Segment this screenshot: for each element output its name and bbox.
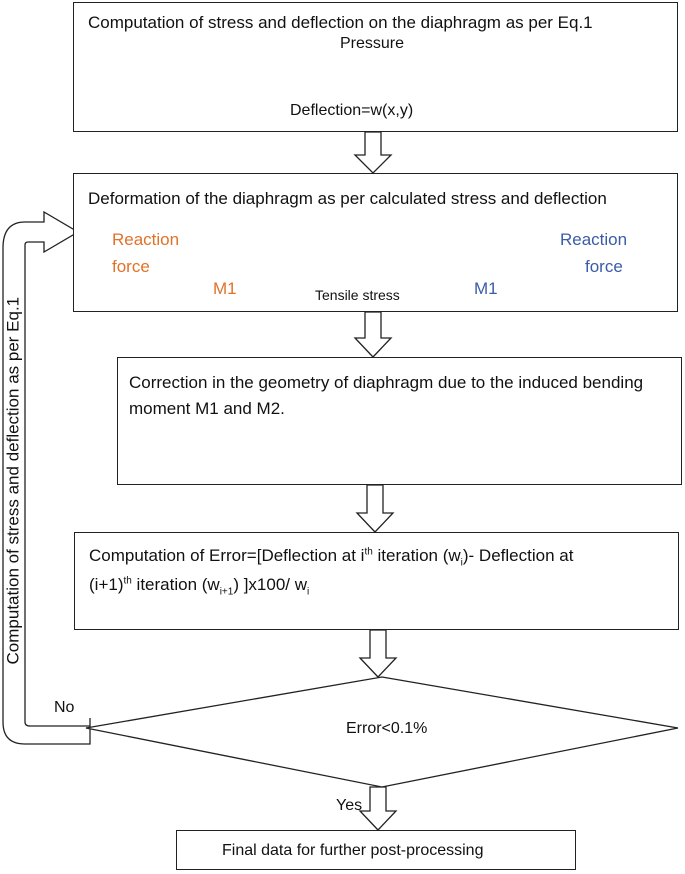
step3-text-line1: Correction in the geometry of diaphragm … bbox=[129, 373, 644, 392]
step2-text: Deformation of the diaphragm as per calc… bbox=[88, 189, 607, 208]
step1-box bbox=[73, 2, 678, 132]
connector-arrow-5 bbox=[358, 786, 398, 831]
step3-box bbox=[117, 357, 682, 485]
pressure-label: Pressure bbox=[340, 35, 405, 52]
moment-label-right: M1 bbox=[474, 279, 498, 298]
reaction-force-right-line1: Reaction bbox=[560, 230, 628, 249]
step1-text: Computation of stress and deflection on … bbox=[88, 13, 593, 32]
connector-arrow-2 bbox=[353, 311, 393, 358]
decision-text: Error<0.1% bbox=[346, 720, 428, 737]
connector-arrow-3 bbox=[355, 484, 395, 533]
step3-text-line2: moment M1 and M2. bbox=[129, 399, 285, 418]
connector-arrow-1 bbox=[353, 131, 393, 174]
reaction-force-right-line2: force bbox=[585, 257, 623, 276]
no-label: No bbox=[54, 699, 75, 716]
deflection-label: Deflection=w(x,y) bbox=[290, 102, 414, 119]
reaction-force-left-line2: force bbox=[112, 257, 150, 276]
step4-box bbox=[74, 532, 679, 630]
tensile-stress-label: Tensile stress bbox=[315, 287, 400, 303]
final-text: Final data for further post-processing bbox=[222, 842, 484, 859]
yes-label: Yes bbox=[336, 797, 363, 814]
connector-arrow-4 bbox=[358, 629, 398, 678]
step4-text-line2: (i+1)th iteration (wi+1) ]x100/ wi bbox=[89, 575, 310, 598]
step4-text-line1: Computation of Error=[Deflection at ith … bbox=[89, 546, 574, 569]
decision-diamond bbox=[85, 676, 679, 788]
reaction-force-left-line1: Reaction bbox=[112, 230, 180, 249]
moment-label-left: M1 bbox=[213, 279, 237, 298]
loop-back-label: Computation of stress and deflection as … bbox=[3, 296, 23, 665]
step2-box bbox=[73, 173, 678, 312]
final-box bbox=[176, 830, 576, 870]
